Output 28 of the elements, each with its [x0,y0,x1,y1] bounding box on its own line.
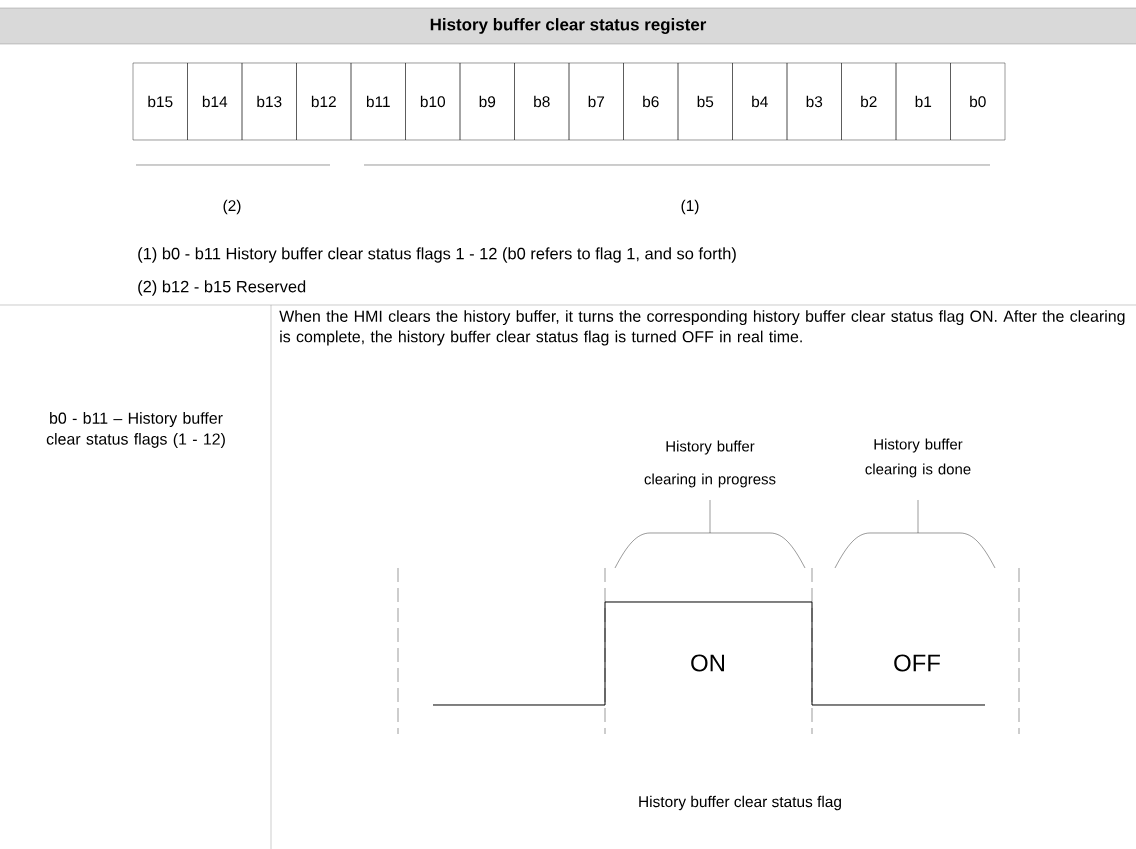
bit-cell: b15 [132,62,188,141]
state-label: ON [691,654,724,672]
bit-cell: b9 [459,62,515,141]
note-text: (2) b12 - b15 Reserved [138,280,306,296]
bit-cell: b3 [786,62,842,141]
brace-label: History buffer clearing in progress [644,440,776,488]
bit-cell: b10 [405,62,461,141]
bit-cell: b1 [895,62,951,141]
bit-cell: b12 [296,62,352,141]
callout-number: (1) [681,199,699,215]
bit-cell: b7 [568,62,624,141]
bit-cell: b11 [350,62,406,141]
title-band: History buffer clear status register [0,8,1136,44]
description-text: When the HMI clears the history buffer, it turns the corresponding history buffer clear status flag ON. After the clearing is complete, the history buffer clear status flag is turned OFF in real time. [279,310,1125,346]
bit-cell: b4 [732,62,788,141]
caption-text: History buffer clear status flag [639,795,841,811]
state-label: OFF [894,654,940,672]
bit-cell: b13 [241,62,297,141]
field-name: b0 - b11 – History buffer clear status flags (1 - 12) [46,412,225,448]
callout-number: (2) [223,199,241,215]
bit-cell: b2 [841,62,897,141]
note-text: (1) b0 - b11 History buffer clear status flags 1 - 12 (b0 refers to flag 1, and so forth) [138,247,736,263]
brace-label: History buffer clearing is done [865,438,971,478]
bit-cell: b6 [623,62,679,141]
bit-cell: b8 [514,62,570,141]
bit-cell: b5 [677,62,733,141]
bit-cell: b14 [187,62,243,141]
bit-cell: b0 [950,62,1006,141]
